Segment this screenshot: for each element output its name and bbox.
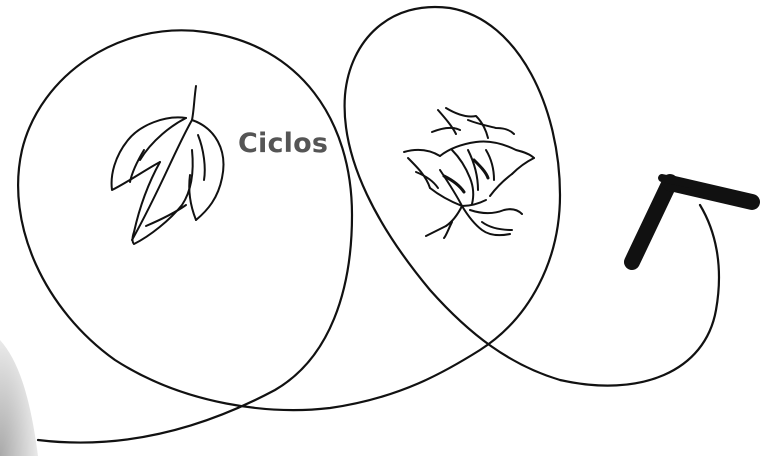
cycle-title: Ciclos [236,124,330,164]
cycle-loop-line [18,7,719,443]
arrow-icon [632,178,752,262]
flower-icon [404,108,534,238]
corner-shadow [0,340,38,456]
leaf-icon [112,86,224,244]
